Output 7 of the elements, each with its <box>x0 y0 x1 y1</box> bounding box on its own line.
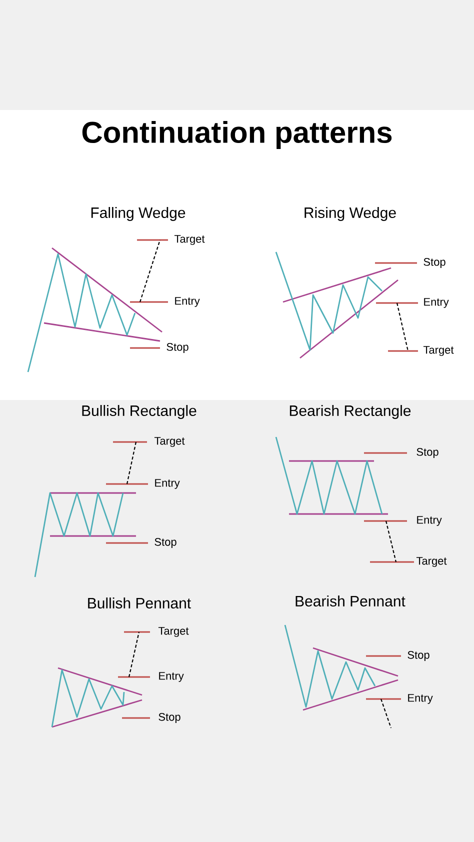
pattern-heading: Falling Wedge <box>91 207 186 221</box>
pattern-heading: Bullish Pennant <box>88 598 191 608</box>
pattern-heading: Bearish Pennant <box>296 596 406 606</box>
pattern-heading: Rising Wedge <box>304 207 396 221</box>
title: Continuation patterns <box>82 121 392 149</box>
pattern-heading: Bullish Rectangle <box>82 405 196 419</box>
pattern-heading: Bearish Rectangle <box>290 405 411 419</box>
